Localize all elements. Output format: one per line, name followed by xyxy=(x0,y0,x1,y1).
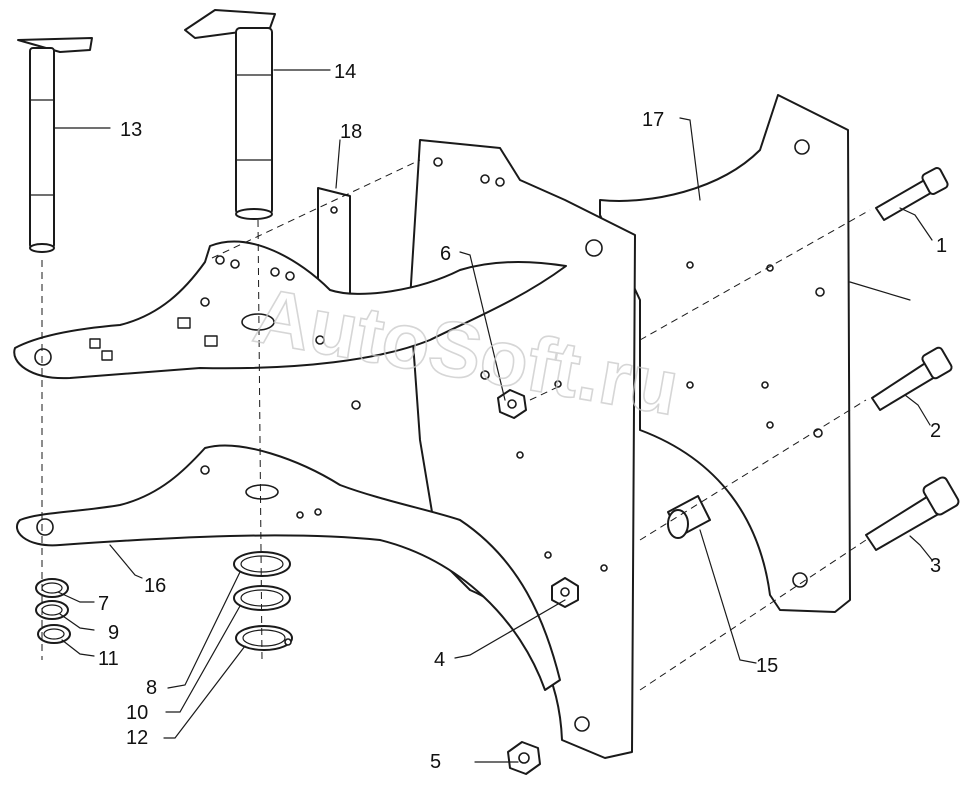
bolt-1 xyxy=(875,167,949,221)
pin-14 xyxy=(184,9,276,220)
callout-8: 8 xyxy=(146,677,157,699)
callout-9: 9 xyxy=(108,622,119,644)
callout-11: 11 xyxy=(98,648,119,670)
callout-16: 16 xyxy=(144,575,166,597)
callout-4: 4 xyxy=(434,649,445,671)
callout-17: 17 xyxy=(642,109,664,131)
callout-1: 1 xyxy=(936,235,947,257)
callout-7: 7 xyxy=(98,593,109,615)
assembly-axes xyxy=(41,159,871,691)
bolt-3 xyxy=(865,476,960,551)
callout-6: 6 xyxy=(440,243,451,265)
washer-8 xyxy=(233,551,291,577)
bolt-2 xyxy=(871,346,953,411)
callout-2: 2 xyxy=(930,420,941,442)
nut-4 xyxy=(551,577,579,608)
leader-lines xyxy=(53,69,933,763)
callout-13: 13 xyxy=(120,119,142,141)
callout-labels: 1 2 3 4 5 6 7 8 9 10 11 12 13 14 15 16 1… xyxy=(98,61,947,773)
callout-14: 14 xyxy=(334,61,356,83)
side-plate xyxy=(351,139,636,759)
nut-6 xyxy=(497,389,527,419)
pin-13 xyxy=(17,37,93,253)
circlip-11 xyxy=(37,624,71,644)
circlip-12 xyxy=(235,625,293,651)
callout-15: 15 xyxy=(756,655,778,677)
callout-10: 10 xyxy=(126,702,148,724)
callout-12: 12 xyxy=(126,727,148,749)
callout-5: 5 xyxy=(430,751,441,773)
callout-18: 18 xyxy=(340,121,362,143)
nut-5 xyxy=(507,741,541,775)
lower-arm-16 xyxy=(15,444,561,691)
upper-arm xyxy=(13,240,567,380)
callout-3: 3 xyxy=(930,555,941,577)
spacer-15 xyxy=(667,495,711,539)
mounting-plate-17 xyxy=(599,94,851,613)
